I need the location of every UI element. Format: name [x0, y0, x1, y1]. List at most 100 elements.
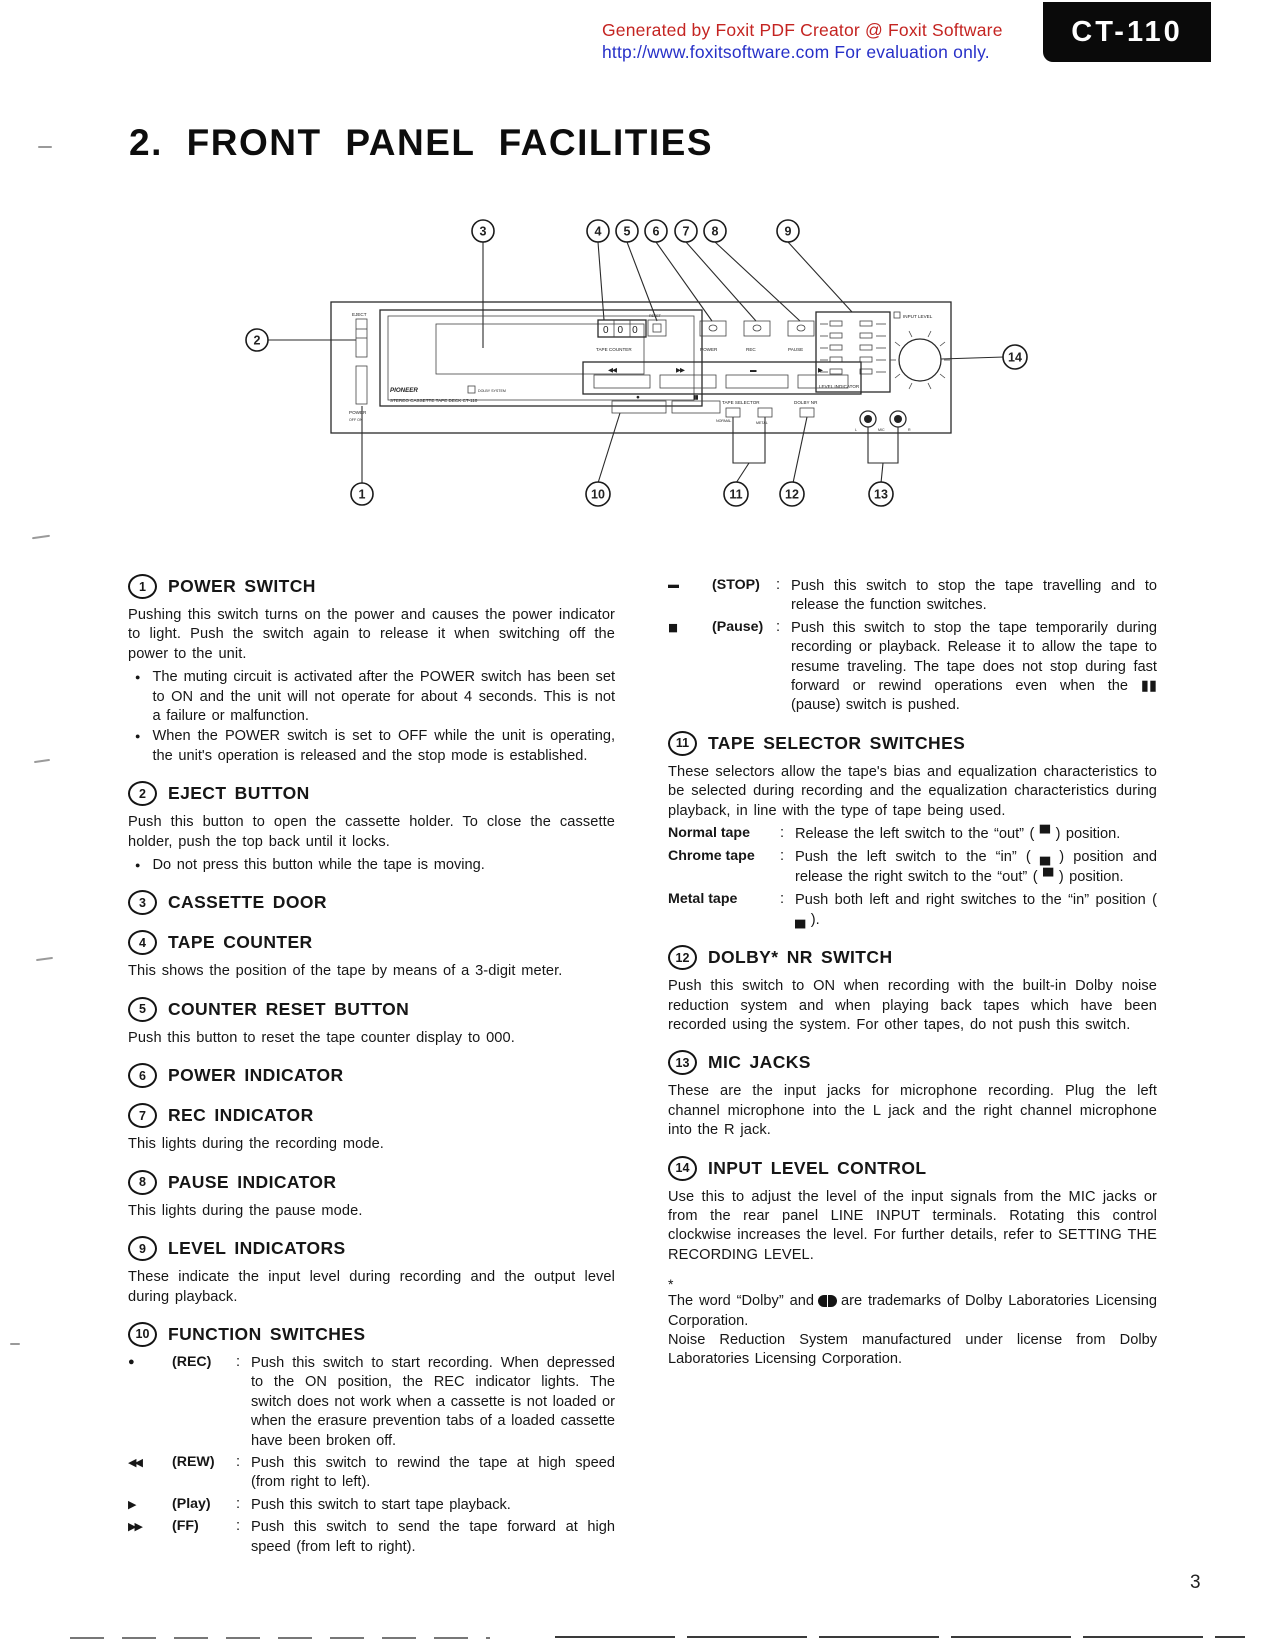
section-bullets: The muting circuit is activated after th…	[128, 668, 615, 766]
dolby-logo-icon	[817, 1295, 827, 1308]
section-number: 8	[128, 1169, 157, 1195]
pause-indicator: PAUSE	[787, 320, 815, 352]
svg-text:▶▶: ▶▶	[676, 367, 686, 374]
section-bullets: Do not press this button while the tape …	[128, 856, 615, 875]
tape-counter-label: TAPE COUNTER	[596, 347, 632, 352]
dolby-nr-switch: DOLBY NR	[794, 400, 818, 418]
svg-text:DOLBY NR: DOLBY NR	[794, 400, 818, 405]
svg-text:EJECT: EJECT	[352, 312, 367, 317]
svg-text:6: 6	[653, 225, 660, 239]
foxit-watermark-line2: http://www.foxitsoftware.com For evaluat…	[602, 42, 990, 62]
section-number: 14	[668, 1155, 697, 1181]
svg-text:TAPE SELECTOR: TAPE SELECTOR	[722, 400, 760, 405]
function-def-stop: ▬ (STOP) : Push this switch to stop the …	[668, 577, 1157, 616]
scan-artifact	[10, 1343, 20, 1345]
svg-text:12: 12	[785, 488, 799, 502]
section-heading-function-switches: 10 FUNCTION SWITCHES	[128, 1321, 615, 1347]
section-number: 5	[128, 996, 157, 1022]
svg-text:R: R	[908, 428, 911, 432]
svg-text:4: 4	[595, 225, 602, 239]
section-number: 3	[128, 890, 157, 916]
svg-text:3: 3	[480, 225, 487, 239]
svg-text:8: 8	[712, 225, 719, 239]
play-icon: ▶	[128, 1498, 136, 1511]
scan-artifact	[38, 146, 52, 148]
pause-icon: ▮▮	[668, 621, 678, 634]
svg-text:DOLBY SYSTEM: DOLBY SYSTEM	[478, 389, 506, 393]
svg-text:●: ●	[636, 394, 640, 401]
svg-text:STEREO CASSETTE TAPE DECK C: STEREO CASSETTE TAPE DECK CT-110	[390, 398, 478, 403]
function-switches: ◀◀ ▶▶ ▬ ▶ ● ▮▮	[582, 361, 862, 414]
section-heading-pause-indicator: 8 PAUSE INDICATOR	[128, 1169, 615, 1195]
callout-leader-lines	[268, 241, 1005, 484]
svg-text:◀◀: ◀◀	[608, 367, 618, 374]
deck-outline	[330, 301, 952, 434]
fast-forward-icon: ▶▶	[128, 1521, 143, 1534]
svg-text:2: 2	[254, 334, 261, 348]
svg-text:PIONEER: PIONEER	[390, 387, 418, 394]
section-heading-rec-indicator: 7 REC INDICATOR	[128, 1103, 615, 1129]
svg-text:METAL: METAL	[756, 421, 768, 425]
function-def-rew: ◀◀ (REW) : Push this switch to rewind th…	[128, 1454, 615, 1493]
section-body: This lights during the recording mode.	[128, 1136, 384, 1153]
section-heading-tape-counter: 4 TAPE COUNTER	[128, 930, 615, 956]
svg-text:NORMAL: NORMAL	[716, 419, 731, 423]
right-column: ▬ (STOP) : Push this switch to stop the …	[668, 574, 1157, 1370]
svg-text:000: 000	[603, 325, 647, 336]
section-body: Push this button to reset the tape count…	[128, 1029, 515, 1046]
section-number: 4	[128, 930, 157, 956]
page-number: 3	[1190, 1572, 1202, 1593]
section-body: This shows the position of the tape by m…	[128, 963, 563, 980]
foxit-watermark-line1: Generated by Foxit PDF Creator @ Foxit S…	[602, 20, 1003, 40]
function-def-pause: ▮▮ (Pause) : Push this switch to stop th…	[668, 619, 1157, 716]
eject-button: EJECT	[352, 312, 368, 358]
page-title: 2. FRONT PANEL FACILITIES	[129, 122, 714, 163]
power-button: POWER OFF ON	[349, 365, 368, 422]
svg-text:7: 7	[683, 225, 690, 239]
callout-markers: 1 2 3 4 5 6 7 8 9 10 11 12 13 14	[245, 219, 1028, 507]
svg-text:11: 11	[729, 488, 742, 502]
section-body: Use this to adjust the level of the inpu…	[668, 1188, 1157, 1263]
svg-text:PAUSE: PAUSE	[788, 347, 803, 352]
counter-reset-button: RESET	[647, 314, 667, 337]
section-body: Push this switch to ON when recording wi…	[668, 978, 1157, 1033]
level-indicators: LEVEL INDICATOR	[815, 311, 891, 393]
section-body: These indicate the input level during re…	[128, 1269, 615, 1305]
rec-icon: ●	[128, 1355, 135, 1368]
section-number: 10	[128, 1321, 157, 1347]
svg-text:POWER: POWER	[349, 410, 367, 415]
section-heading-eject-button: 2 EJECT BUTTON	[128, 781, 615, 807]
scan-artifact	[33, 758, 51, 764]
section-number: 12	[668, 945, 697, 971]
svg-text:▬: ▬	[750, 367, 757, 374]
section-number: 11	[668, 730, 697, 756]
section-number: 2	[128, 781, 157, 807]
function-def-ff: ▶▶ (FF) : Push this switch to send the t…	[128, 1518, 615, 1557]
svg-text:13: 13	[874, 488, 888, 502]
power-indicator: POWER	[699, 320, 727, 352]
svg-text:RESET: RESET	[649, 314, 662, 318]
section-body: These are the input jacks for microphone…	[668, 1083, 1157, 1139]
tape-selector-switches: TAPE SELECTOR NORMAL METAL	[716, 400, 773, 425]
svg-text:POWER: POWER	[700, 347, 718, 352]
svg-text:REC: REC	[746, 347, 756, 352]
section-heading-cassette-door: 3 CASSETTE DOOR	[128, 890, 615, 916]
section-heading-level-indicators: 9 LEVEL INDICATORS	[128, 1236, 615, 1262]
section-heading-counter-reset: 5 COUNTER RESET BUTTON	[128, 996, 615, 1022]
section-body: Pushing this switch turns on the power a…	[128, 607, 615, 662]
cassette-door: PIONEER DOLBY SYSTEM STEREO CASSETTE TAP…	[379, 309, 703, 407]
section-heading-tape-selector: 11 TAPE SELECTOR SWITCHES	[668, 730, 1157, 756]
function-def-play: ▶ (Play) : Push this switch to start tap…	[128, 1496, 615, 1515]
section-number: 9	[128, 1236, 157, 1262]
svg-text:MIC: MIC	[878, 428, 885, 432]
scan-artifact	[31, 534, 51, 540]
section-number: 1	[128, 574, 157, 599]
svg-text:L: L	[855, 428, 857, 432]
rec-indicator: REC	[743, 320, 771, 352]
input-level-knob: INPUT LEVEL	[890, 311, 950, 390]
svg-text:INPUT LEVEL: INPUT LEVEL	[903, 314, 933, 319]
section-body: Push this button to open the cassette ho…	[128, 814, 615, 850]
section-heading-input-level: 14 INPUT LEVEL CONTROL	[668, 1155, 1157, 1181]
tape-counter: 000	[597, 319, 647, 338]
svg-text:9: 9	[785, 225, 792, 239]
